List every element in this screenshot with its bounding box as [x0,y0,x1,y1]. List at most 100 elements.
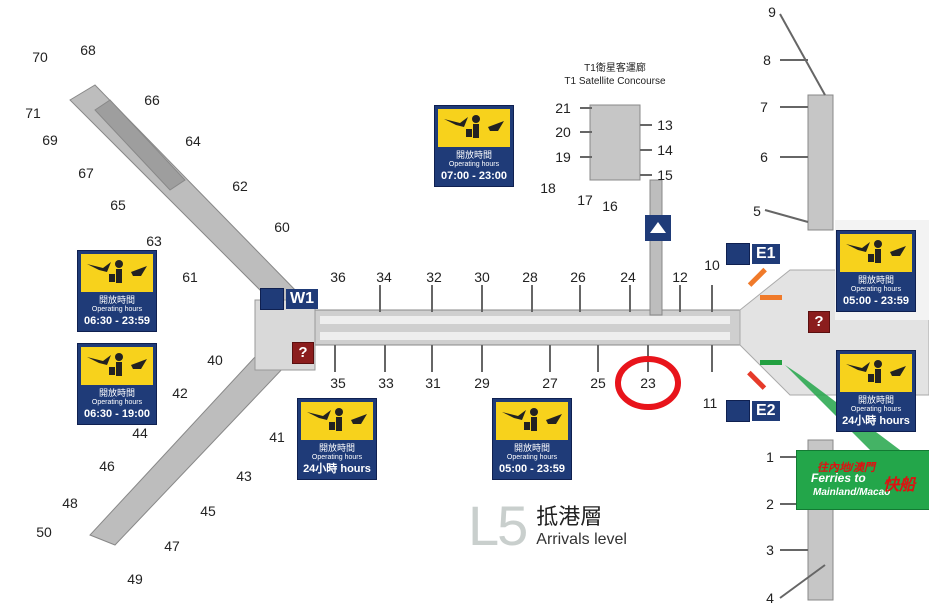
hours-value: 05:00 - 23:59 [498,463,566,475]
gate-26-label: 26 [570,269,586,285]
gate-16-label: 16 [602,198,618,214]
gate-28-label: 28 [522,269,538,285]
gate-46-label: 46 [99,458,115,474]
gate-68-label: 68 [80,42,96,58]
flight-arrival-icon [840,234,912,272]
hours-value: 06:30 - 19:00 [83,408,151,420]
gate-44-label: 44 [132,425,148,441]
northwest-pier [69,84,301,311]
gate-40-label: 40 [207,352,223,368]
hours-label-cn: 開放時間 [98,295,135,305]
ferry-line4: 快船 [883,477,916,494]
gate-30-label: 30 [474,269,490,285]
level-name-en: Arrivals level [536,531,627,548]
gate-61-label: 61 [182,269,198,285]
gate-43-label: 43 [236,468,252,484]
hours-label-en: Operating hours [506,454,558,461]
gate-15-label: 15 [657,167,673,183]
gate-60-label: 60 [274,219,290,235]
gate-36-label: 36 [330,269,346,285]
hours-label-cn: 開放時間 [318,443,355,453]
gate-8-label: 8 [763,52,771,68]
gate-20-label: 20 [555,124,571,140]
gate-25-label: 25 [590,375,606,391]
hours-label-cn: 開放時間 [857,395,894,405]
gate-62-label: 62 [232,178,248,194]
gate-34-label: 34 [376,269,392,285]
gate-14-label: 14 [657,142,673,158]
arrivals-exit-icon [260,288,284,310]
level-label: L5 抵港層 Arrivals level [468,498,627,554]
gate-12-label: 12 [672,269,688,285]
hours-label-cn: 開放時間 [455,150,492,160]
hours-label-en: Operating hours [850,406,902,413]
gate-5-label: 5 [753,203,761,219]
gate-19-label: 19 [555,149,571,165]
gate-29-label: 29 [474,375,490,391]
flight-arrival-icon [438,109,510,147]
gate-11-label: 11 [702,395,718,411]
baggage-claim-icon [502,408,562,431]
baggage-claim-icon [87,353,147,376]
gate-41-label: 41 [269,429,285,445]
hours-value: 05:00 - 23:59 [842,295,910,307]
gate-66-label: 66 [144,92,160,108]
help-desk-icon: ? [292,342,314,364]
hours-value: 24小時 hours [842,415,910,427]
flight-arrival-icon [496,402,568,440]
gate-32-label: 32 [426,269,442,285]
baggage-claim-icon [846,240,906,263]
arrivals-exit-icon [726,400,750,422]
flight-arrival-icon [81,254,153,292]
gate-7-label: 7 [760,99,768,115]
gate-71-label: 71 [25,105,41,121]
gate-33-label: 33 [378,375,394,391]
exit-w1-label: W1 [286,289,318,309]
gate-65-label: 65 [110,197,126,213]
satellite-link [589,104,663,316]
flight-arrival-icon [301,402,373,440]
highlight-circle [615,356,681,410]
gate-24-label: 24 [620,269,636,285]
gate-47-label: 47 [164,538,180,554]
gate-50-label: 50 [36,524,52,540]
hours-value: 06:30 - 23:59 [83,315,151,327]
hours-label-en: Operating hours [311,454,363,461]
hours-label-en: Operating hours [91,399,143,406]
hours-label-cn: 開放時間 [857,275,894,285]
gate-13-label: 13 [657,117,673,133]
hours-value: 07:00 - 23:00 [440,170,508,182]
gate-17-label: 17 [577,192,593,208]
level-name-cn: 抵港層 [536,504,603,529]
gate-31-label: 31 [425,375,441,391]
hours-label-en: Operating hours [850,286,902,293]
exit-e2: E2 [726,400,780,422]
gate-6-label: 6 [760,149,768,165]
ferry-line3: Mainland/Macao [813,487,891,498]
baggage-claim-icon [307,408,367,431]
satellite-title-cn: T1衛星客運廊 [584,63,646,74]
gate-stems [334,13,826,599]
gate-4-label: 4 [766,590,774,606]
gate-42-label: 42 [172,385,188,401]
flight-arrival-icon [840,354,912,392]
gate-27-label: 27 [542,375,558,391]
gate-69-label: 69 [42,132,58,148]
gate-3-label: 3 [766,542,774,558]
arrivals-exit-icon [726,243,750,265]
gate-63-label: 63 [146,233,162,249]
exit-e1-label: E1 [752,244,780,264]
gate-48-label: 48 [62,495,78,511]
hours-value: 24小時 hours [303,463,371,475]
ferry-line2: Ferries to [811,471,866,485]
main-concourse [254,299,741,371]
baggage-claim-icon [87,260,147,283]
exit-w1: W1 [260,288,318,310]
gate-70-label: 70 [32,49,48,65]
hours-label-cn: 開放時間 [513,443,550,453]
baggage-claim-icon [444,115,504,138]
hours-label-cn: 開放時間 [98,388,135,398]
